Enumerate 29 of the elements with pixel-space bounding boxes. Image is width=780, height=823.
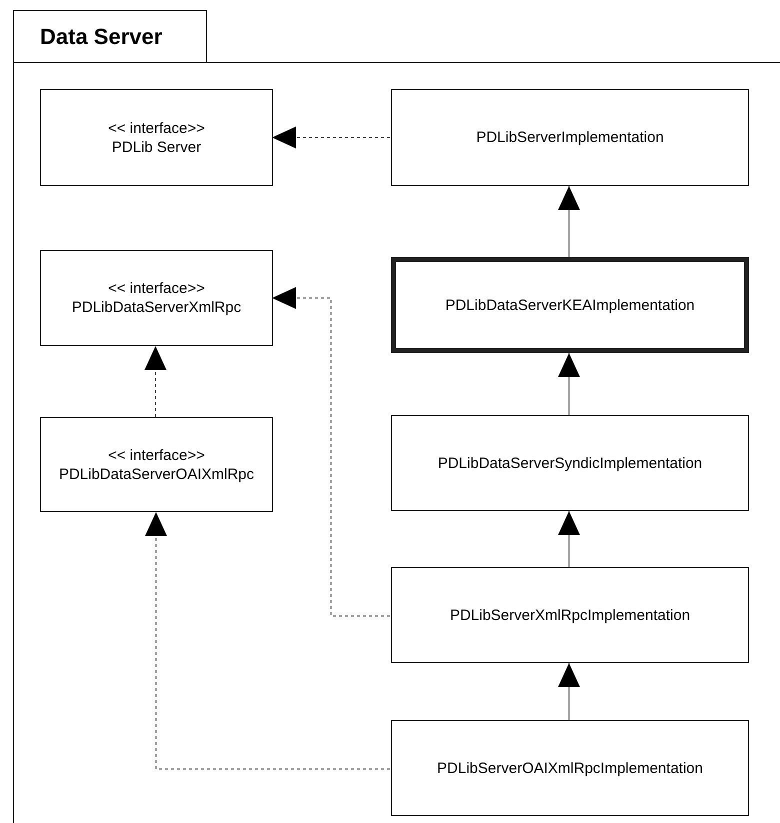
class-box (391, 257, 749, 353)
inheritance-arrow (558, 352, 580, 416)
stereotype-label: << interface>> (108, 446, 205, 464)
package-title: Data Server (13, 10, 207, 63)
class-name: PDLibServerOAIXmlRpcImplementation (437, 758, 703, 778)
package-frame (13, 10, 780, 823)
inheritance-arrow (558, 662, 580, 720)
realization-arrow (144, 346, 166, 418)
class-box (40, 89, 273, 186)
class-name: PDLibDataServerOAIXmlRpc (58, 464, 254, 484)
class-box (391, 415, 749, 511)
class-name: PDLibDataServerXmlRpc (72, 298, 242, 317)
class-name: PDLibServerXmlRpcImplementation (450, 606, 690, 624)
class-name: PDLibDataServerKEAImplementation (445, 296, 695, 314)
class-box (40, 417, 273, 512)
realization-arrow (145, 512, 390, 770)
realization-arrow (272, 287, 390, 616)
class-name: PDLibServerImplementation (476, 128, 664, 147)
inheritance-arrow (558, 186, 580, 258)
stereotype-label: << interface>> (108, 118, 205, 138)
realization-arrow (272, 126, 390, 148)
class-box (391, 720, 749, 816)
class-name: PDLib Server (112, 138, 202, 156)
class-box (391, 567, 749, 663)
class-name: PDLibDataServerSyndicImplementation (438, 454, 702, 472)
class-box (40, 250, 273, 346)
inheritance-arrow (558, 510, 580, 568)
stereotype-label: << interface>> (108, 279, 205, 298)
class-box (391, 89, 749, 186)
